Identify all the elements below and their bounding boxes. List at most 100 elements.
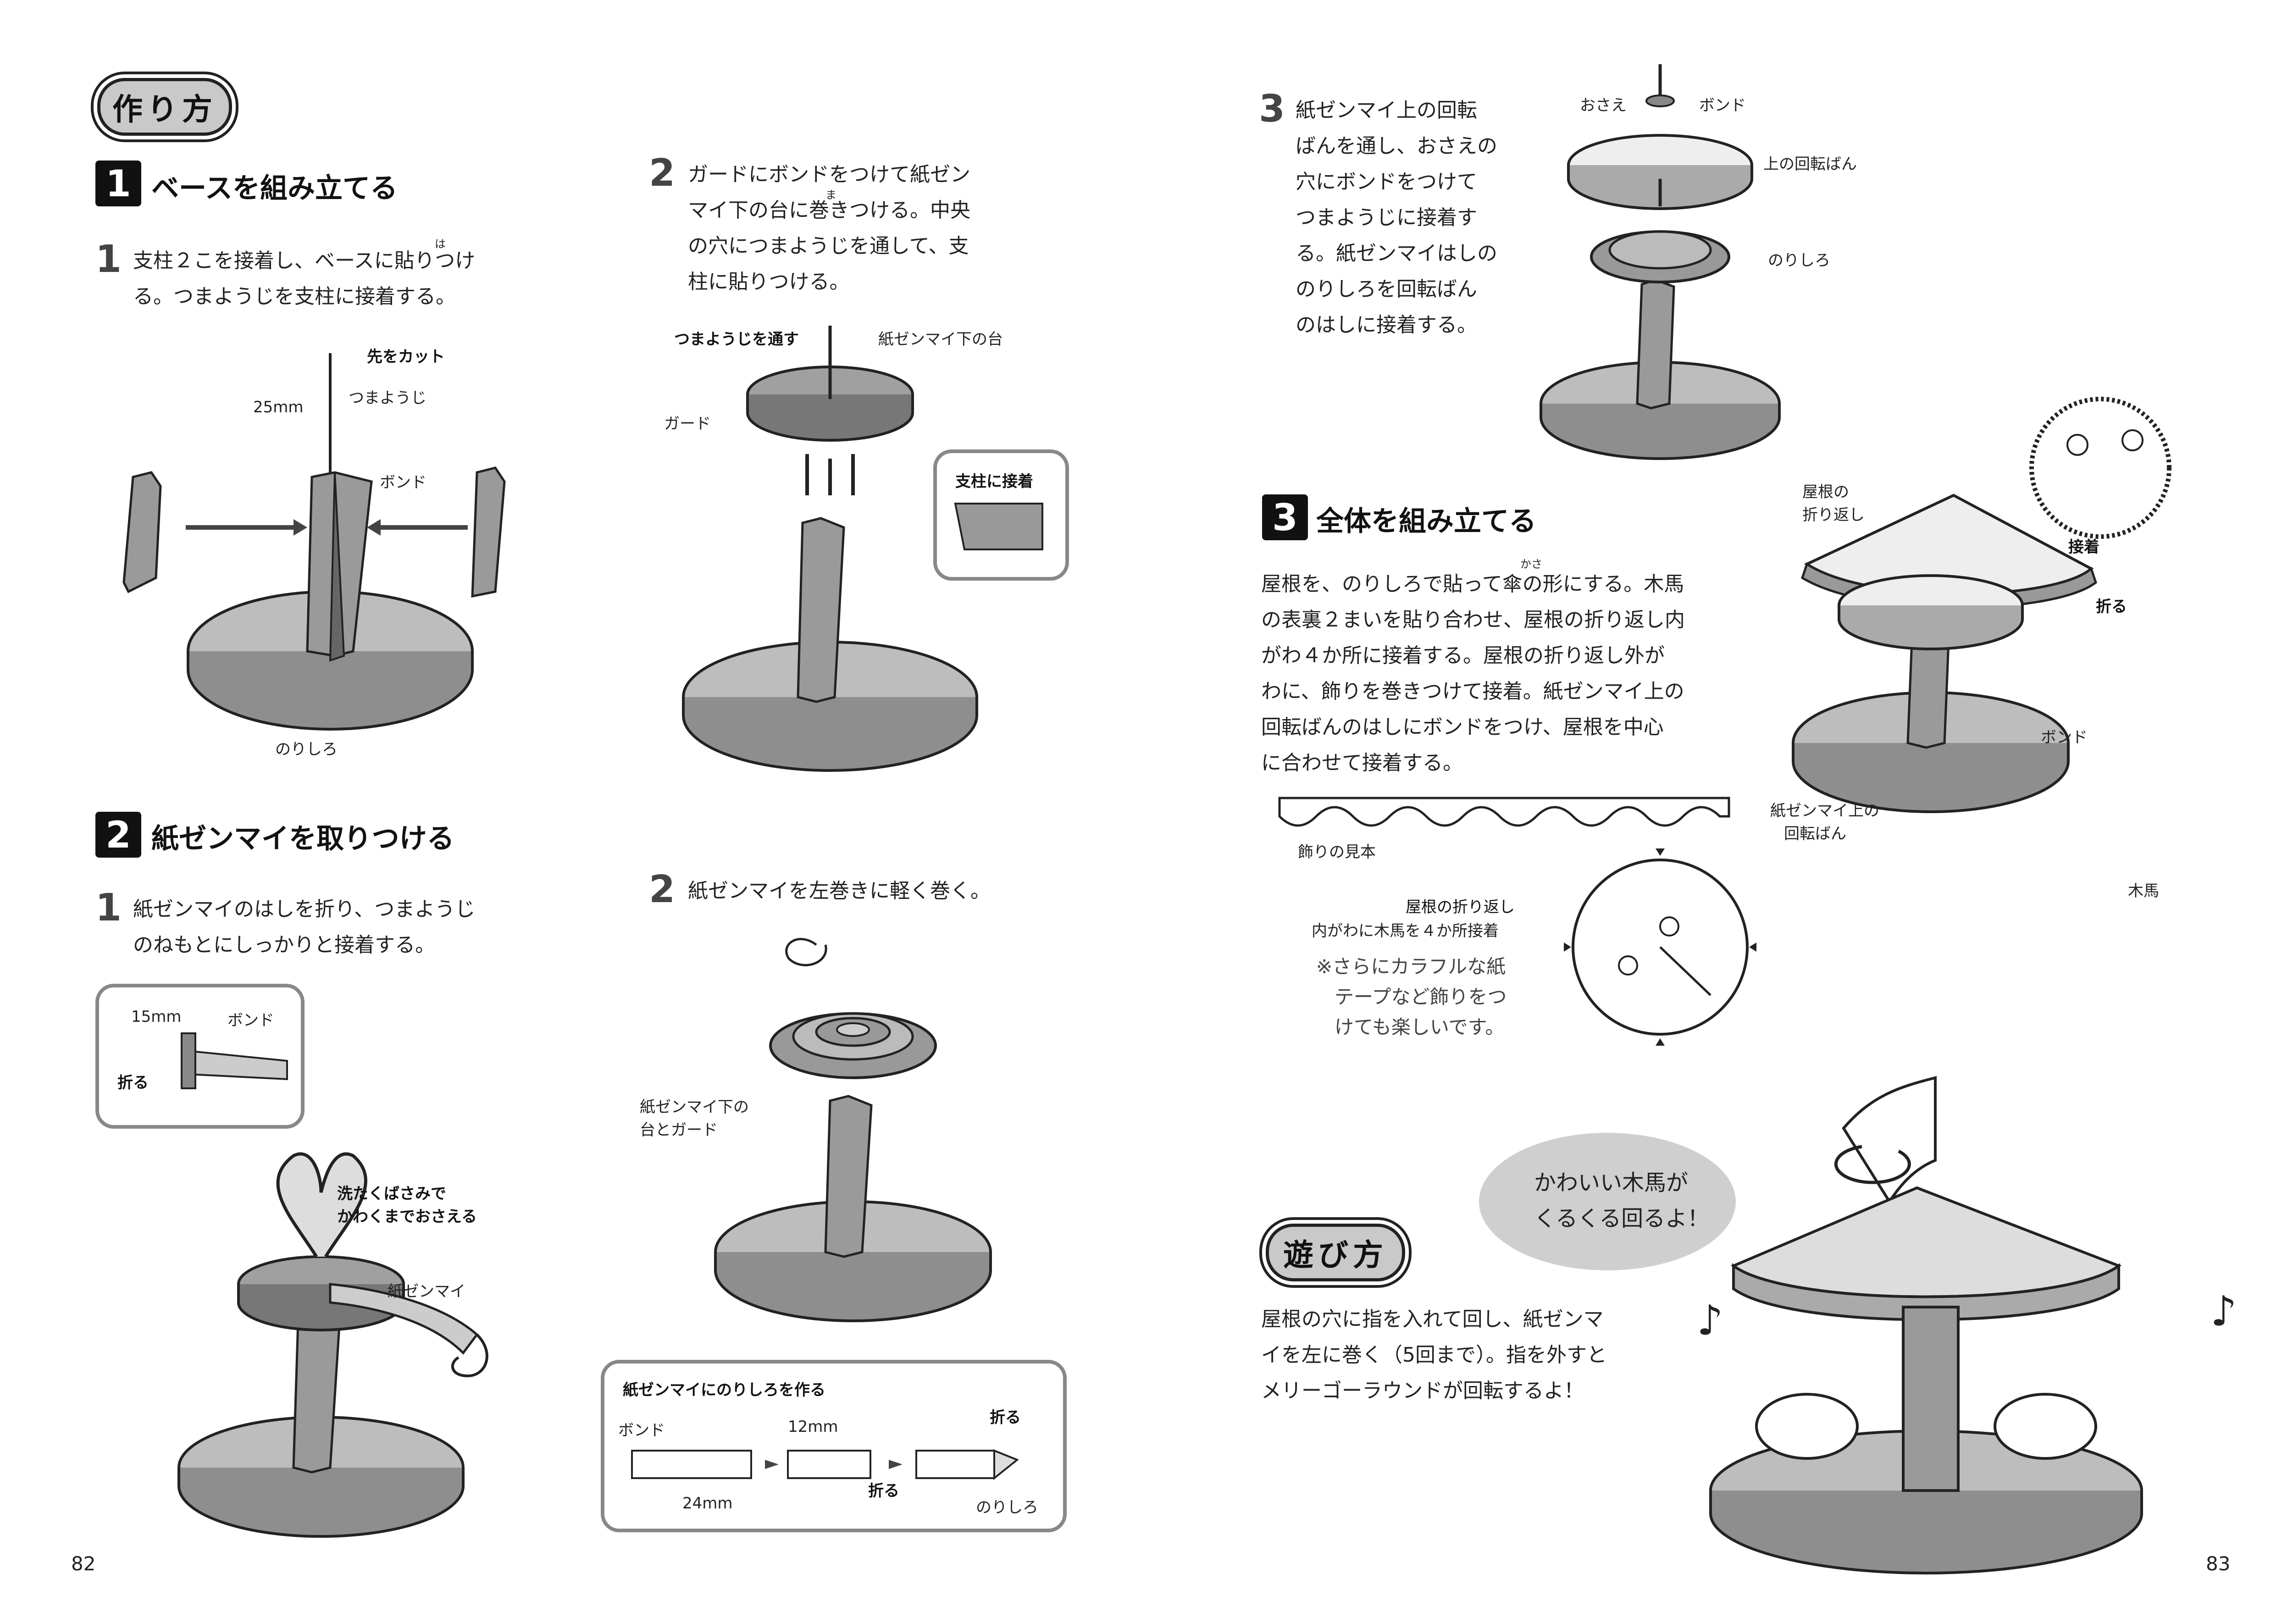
section3-number: 3 xyxy=(1262,494,1308,540)
s3-note-line1: ※さらにカラフルな紙 xyxy=(1316,955,1506,978)
label-through-toothpick: つまようじを通す xyxy=(674,330,799,349)
header-pill-howto: 作り方 xyxy=(97,78,232,136)
label-guard: ガード xyxy=(664,415,711,433)
s2-step3-line6: のりしろを回転ばん xyxy=(1296,277,1477,301)
label-toothpick: つまようじ xyxy=(349,389,426,407)
s3-line4: わに、飾りを巻きつけて接着。紙ゼンマイ上の xyxy=(1261,680,1684,703)
page-number-left: 82 xyxy=(71,1552,96,1575)
label-inner-1: 屋根の折り返し xyxy=(1406,898,1515,916)
s1-step1-text: 支柱２こを接着し、ベースに貼りつけ る。つまようじを支柱に接着する。 xyxy=(133,243,475,315)
s2-step3-text: 紙ゼンマイ上の回転 ばんを通し、おさえの 穴にボンドをつけて つまようじに接着す… xyxy=(1296,93,1497,343)
roof-topview-diagram xyxy=(1564,848,1756,1046)
guard-assembly-illustration xyxy=(682,326,978,772)
label-margin-1: のりしろ xyxy=(275,740,338,759)
s1-step2-line1: ガードにボンドをつけて紙ゼン xyxy=(688,163,970,186)
label-spring-base-1: 紙ゼンマイ下の xyxy=(640,1098,749,1116)
callout-fold-end: 15mm ボンド 折る xyxy=(95,984,305,1129)
label-press: おさえ xyxy=(1580,96,1627,115)
s2-step1-line2: のねもとにしっかりと接着する。 xyxy=(133,933,436,957)
label-deco-sample: 飾りの見本 xyxy=(1298,843,1376,861)
s1-step2-line2: マイ下の台に巻きつける。中央 xyxy=(688,199,970,222)
label-spring-base-2: 台とガード xyxy=(640,1121,718,1139)
s2-step3-line3: 穴にボンドをつけて xyxy=(1296,170,1477,194)
label-margin-3: のりしろ xyxy=(1768,251,1830,270)
s1-step2-number: 2 xyxy=(649,151,676,195)
label-fold-1: 折る xyxy=(117,1074,149,1092)
s3-line3: がわ４か所に接着する。屋根の折り返し外が xyxy=(1261,644,1665,667)
margin-box-24mm: 24mm xyxy=(682,1494,733,1513)
page-number-right: 83 xyxy=(2206,1552,2231,1575)
margin-box-bond: ボンド xyxy=(618,1421,665,1440)
decoration-sample xyxy=(1278,797,1730,827)
section1-title: ベースを組み立てる xyxy=(151,172,398,205)
s1-step2-text: ガードにボンドをつけて紙ゼン マイ下の台に巻きつける。中央 の穴につまようじを通… xyxy=(688,157,970,300)
s2-step1-text: 紙ゼンマイのはしを折り、つまようじ のねもとにしっかりと接着する。 xyxy=(133,892,475,963)
carousel-illustration: ♪ ♪ xyxy=(1697,1076,2237,1574)
play-line2: イを左に巻く（5回まで）。指を外すと xyxy=(1261,1343,1607,1367)
s2-step3-line5: る。紙ゼンマイはしの xyxy=(1296,242,1497,265)
speech-line2: くるくる回るよ！ xyxy=(1534,1206,1710,1231)
label-top-disc: 上の回転ばん xyxy=(1763,155,1857,173)
svg-text:♪: ♪ xyxy=(1697,1297,1723,1345)
label-roof-fold-2: 折り返し xyxy=(1802,506,1865,524)
label-bond-4: ボンド xyxy=(2041,728,2088,747)
s3-note: ※さらにカラフルな紙 テープなど飾りをつ けても楽しいです。 xyxy=(1316,952,1507,1042)
play-line1: 屋根の穴に指を入れて回し、紙ゼンマ xyxy=(1261,1308,1604,1331)
s2-step3-line1: 紙ゼンマイ上の回転 xyxy=(1296,99,1477,122)
s1-step2-line3: の穴につまようじを通して、支 xyxy=(688,234,969,258)
s1-step1-line2: る。つまようじを支柱に接着する。 xyxy=(133,285,456,308)
label-cut-tip: 先をカット xyxy=(367,348,445,366)
s3-note-line2: テープなど飾りをつ xyxy=(1335,986,1507,1008)
speech-bubble: かわいい木馬が くるくる回るよ！ xyxy=(1479,1133,1736,1270)
s2-step2-number: 2 xyxy=(649,868,676,911)
s1-step2-line4: 柱に貼りつける。 xyxy=(688,270,850,294)
label-attach-roof: 接着 xyxy=(2068,538,2099,556)
base-assembly-illustration xyxy=(122,353,506,731)
attach-detail-icon xyxy=(954,503,1043,550)
margin-box-fold-2: 折る xyxy=(990,1408,1021,1427)
label-disc-2: 回転ばん xyxy=(1784,825,1846,843)
top-disc-illustration xyxy=(1540,64,1781,460)
speech-text: かわいい木馬が くるくる回るよ！ xyxy=(1534,1165,1709,1236)
speech-line1: かわいい木馬が xyxy=(1534,1170,1689,1196)
s2-step1-line1: 紙ゼンマイのはしを折り、つまようじ xyxy=(133,898,476,921)
section2-number: 2 xyxy=(95,812,141,858)
coiled-spring-illustration xyxy=(714,938,992,1322)
label-inner-2: 内がわに木馬を４か所接着 xyxy=(1312,922,1499,940)
label-disc-1: 紙ゼンマイ上の xyxy=(1770,802,1879,820)
label-clip-1: 洗たくばさみで xyxy=(337,1185,446,1203)
label-clip-2: かわくまでおさえる xyxy=(337,1208,477,1226)
fold-detail-icon xyxy=(181,1032,288,1089)
svg-text:♪: ♪ xyxy=(2210,1287,2237,1336)
s3-ruby: かさ xyxy=(1520,558,1542,571)
s3-text: 屋根を、のりしろで貼って傘の形にする。木馬 の表裏２まいを貼り合わせ、屋根の折り… xyxy=(1261,566,1685,781)
label-bond-1: ボンド xyxy=(380,473,426,492)
label-base-top: 紙ゼンマイ下の台 xyxy=(878,330,1003,349)
s2-step3-line7: のはしに接着する。 xyxy=(1296,313,1477,337)
s3-line1: 屋根を、のりしろで貼って傘の形にする。木馬 xyxy=(1261,572,1684,596)
roof-assembly-illustration xyxy=(1792,397,2171,813)
s3-note-line3: けても楽しいです。 xyxy=(1335,1016,1505,1038)
play-text: 屋根の穴に指を入れて回し、紙ゼンマ イを左に巻く（5回まで）。指を外すと メリー… xyxy=(1261,1302,1607,1409)
label-fold-roof: 折る xyxy=(2096,598,2127,616)
margin-steps-icon xyxy=(631,1449,1019,1480)
label-25mm: 25mm xyxy=(253,398,304,416)
label-spring: 紙ゼンマイ xyxy=(388,1282,465,1301)
s1-step2-ruby: ま xyxy=(825,188,836,201)
play-pill: 遊び方 xyxy=(1266,1224,1405,1281)
s1-step1-ruby: は xyxy=(435,238,446,250)
label-bond-3: ボンド xyxy=(1699,96,1746,115)
callout-attach-pillar: 支柱に接着 xyxy=(933,449,1069,581)
label-bond-2: ボンド xyxy=(227,1011,274,1030)
label-attach-pillar: 支柱に接着 xyxy=(955,472,1033,491)
s3-line6: に合わせて接着する。 xyxy=(1261,751,1463,775)
label-roof-fold-1: 屋根の xyxy=(1802,483,1849,501)
clip-spring-illustration xyxy=(177,1152,488,1538)
label-15mm: 15mm xyxy=(131,1008,182,1026)
margin-box-title: 紙ゼンマイにのりしろを作る xyxy=(623,1381,825,1399)
s2-step3-line2: ばんを通し、おさえの xyxy=(1296,134,1497,158)
s1-step1-number: 1 xyxy=(95,238,122,281)
play-line3: メリーゴーラウンドが回転するよ！ xyxy=(1261,1379,1584,1402)
callout-make-margin: 紙ゼンマイにのりしろを作る ボンド 24mm 12mm 折る 折る のりしろ xyxy=(601,1360,1067,1532)
margin-box-fold-1: 折る xyxy=(868,1482,899,1500)
